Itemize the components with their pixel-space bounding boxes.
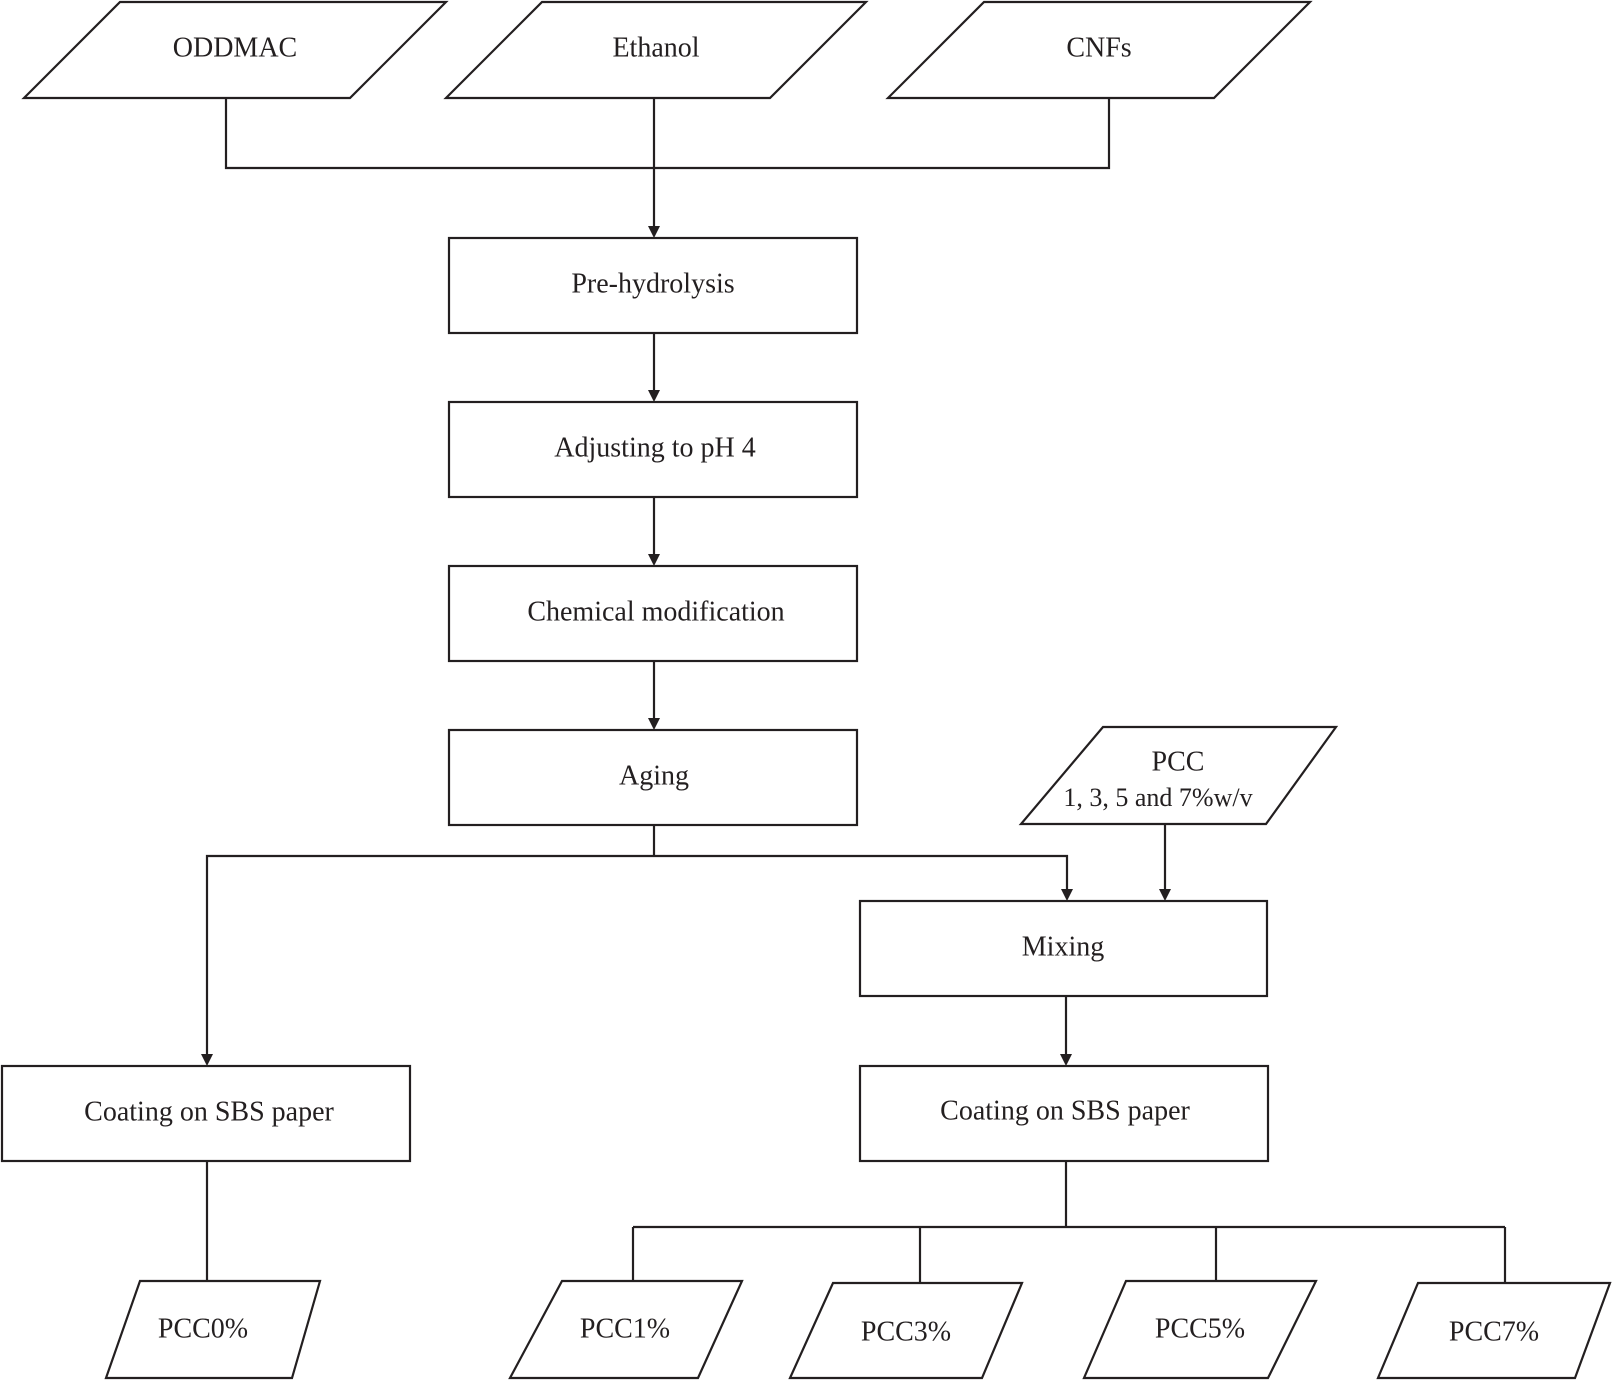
input-cnfs: CNFs [885, 0, 1313, 100]
mixing-label: Mixing [1022, 931, 1104, 962]
step-adjusting-ph: Adjusting to pH 4 [447, 400, 859, 499]
arrowhead-left-coating [201, 1054, 213, 1066]
arrowhead-modification [648, 554, 660, 566]
output-pcc1: PCC1% [508, 1279, 744, 1380]
arrowhead-prehydrolysis [648, 226, 660, 238]
output-pcc7: PCC7% [1376, 1281, 1612, 1380]
input-oddmac: ODDMAC [21, 0, 449, 100]
ethanol-label: Ethanol [612, 32, 699, 63]
pcc7-label: PCC7% [1449, 1316, 1539, 1347]
arrowheads [201, 226, 1171, 1066]
arrowhead-mixing-right [1159, 889, 1171, 901]
arrowhead-right-coating [1060, 1054, 1072, 1066]
step-coating-right: Coating on SBS paper [858, 1064, 1270, 1163]
output-pcc0: PCC0% [104, 1279, 322, 1380]
cnfs-label: CNFs [1066, 32, 1131, 63]
step-pre-hydrolysis: Pre-hydrolysis [447, 236, 859, 335]
pre-hydrolysis-label: Pre-hydrolysis [571, 268, 734, 299]
pcc1-label: PCC1% [580, 1313, 670, 1344]
arrowhead-adjusting [648, 390, 660, 402]
pcc-concentrations-label: 1, 3, 5 and 7%w/v [1063, 783, 1252, 812]
connector-oddmac [224, 98, 1111, 170]
step-aging: Aging [447, 728, 859, 827]
arrowhead-mixing-left [1061, 889, 1073, 901]
pcc3-label: PCC3% [861, 1316, 951, 1347]
pcc-title-label: PCC [1152, 746, 1205, 777]
step-chemical-modification: Chemical modification [447, 564, 859, 663]
connectors [205, 98, 1507, 1283]
pcc0-label: PCC0% [158, 1313, 248, 1344]
step-mixing: Mixing [858, 899, 1269, 998]
coating-right-label: Coating on SBS paper [940, 1095, 1190, 1126]
step-coating-left: Coating on SBS paper [0, 1064, 412, 1163]
oddmac-label: ODDMAC [173, 32, 297, 63]
arrowhead-aging [648, 718, 660, 730]
connector-split-to-left-coating [205, 854, 654, 1056]
output-pcc5: PCC5% [1082, 1279, 1318, 1380]
input-pcc: PCC 1, 3, 5 and 7%w/v [1018, 725, 1339, 826]
adjusting-label: Adjusting to pH 4 [554, 432, 755, 463]
coating-left-label: Coating on SBS paper [84, 1096, 334, 1127]
pcc5-label: PCC5% [1155, 1313, 1245, 1344]
aging-label: Aging [619, 760, 689, 791]
output-pcc3: PCC3% [788, 1281, 1024, 1380]
chemical-modification-label: Chemical modification [527, 596, 784, 627]
input-ethanol: Ethanol [443, 0, 869, 100]
connector-split-to-mixing [654, 854, 1069, 891]
